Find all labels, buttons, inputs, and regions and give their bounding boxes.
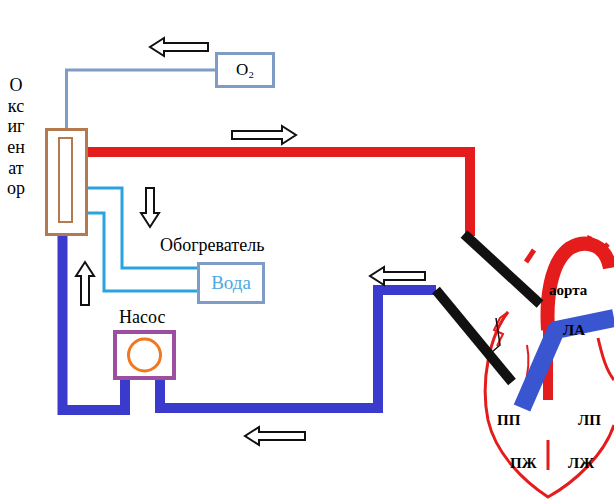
oxygenator-label: Оксигенатор xyxy=(7,75,25,199)
flow-arrow xyxy=(76,262,94,305)
flow-arrow xyxy=(370,267,425,285)
flow-arrow xyxy=(245,427,305,445)
right-ventricle-label: ПЖ xyxy=(510,455,537,472)
flow-arrow xyxy=(141,188,159,227)
oxygen-line xyxy=(67,38,216,128)
pump: Насос xyxy=(113,330,176,380)
flow-arrow xyxy=(150,38,208,56)
venous-line xyxy=(63,236,126,410)
oxygenator: Оксигенатор xyxy=(45,128,88,236)
flow-arrow xyxy=(232,126,296,144)
oxygen-source: O₂ xyxy=(215,52,275,88)
left-atrium-label: ЛП xyxy=(578,412,601,429)
aorta-label: аорта xyxy=(549,282,587,299)
left-ventricle-label: ЛЖ xyxy=(568,455,594,472)
right-atrium-label: ПП xyxy=(497,412,520,429)
heart xyxy=(436,234,614,497)
pump-rotor xyxy=(117,334,172,376)
pump-rotor-circle xyxy=(129,339,161,371)
water-heater: ОбогревательВода xyxy=(197,262,265,304)
heater-heading: Обогреватель xyxy=(160,235,264,256)
pulmonary-artery-label: ЛА xyxy=(563,322,585,339)
oxygenator-membrane xyxy=(58,137,73,223)
venous-tube xyxy=(160,290,436,408)
arterial-tube xyxy=(88,152,470,236)
pump-heading: Насос xyxy=(119,307,165,328)
oxygen-line xyxy=(67,70,216,128)
oxygen-source-label: O₂ xyxy=(236,60,254,80)
water-heater-label: Вода xyxy=(211,272,251,294)
venous-line xyxy=(63,236,126,410)
